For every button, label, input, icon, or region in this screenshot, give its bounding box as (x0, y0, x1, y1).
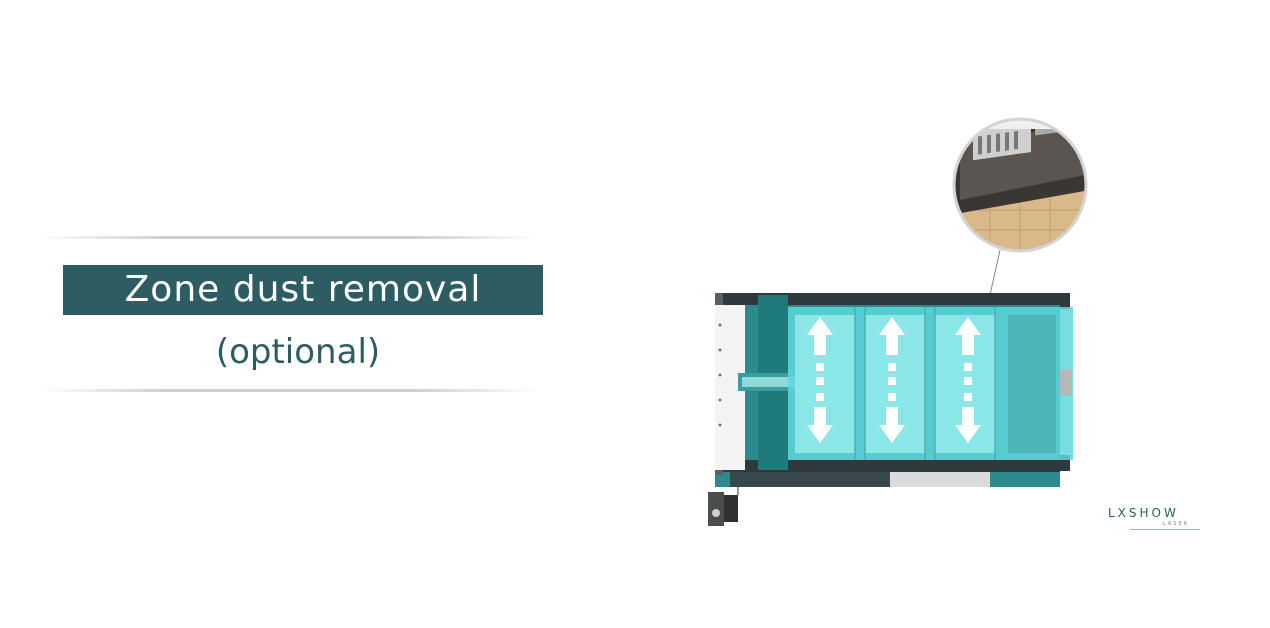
logo-underline (1130, 529, 1200, 530)
up-down-arrow-icon (807, 317, 981, 443)
side-box (1060, 370, 1072, 396)
section-subtitle: (optional) (215, 332, 381, 372)
logo-brand: LXSHOW (1108, 506, 1179, 520)
control-cabinet (708, 487, 739, 526)
bottom-divider (40, 389, 540, 392)
logo-sub: LASER (1163, 521, 1190, 527)
gantry (738, 295, 808, 470)
dust-zones (788, 307, 1073, 460)
leader-line (989, 249, 1001, 296)
zoom-detail-circle (952, 117, 1088, 253)
top-divider (40, 236, 540, 239)
section-title: Zone dust removal (63, 265, 543, 315)
laser-machine-illustration (708, 117, 1088, 526)
brand-logo: LXSHOW LASER (1108, 506, 1208, 530)
